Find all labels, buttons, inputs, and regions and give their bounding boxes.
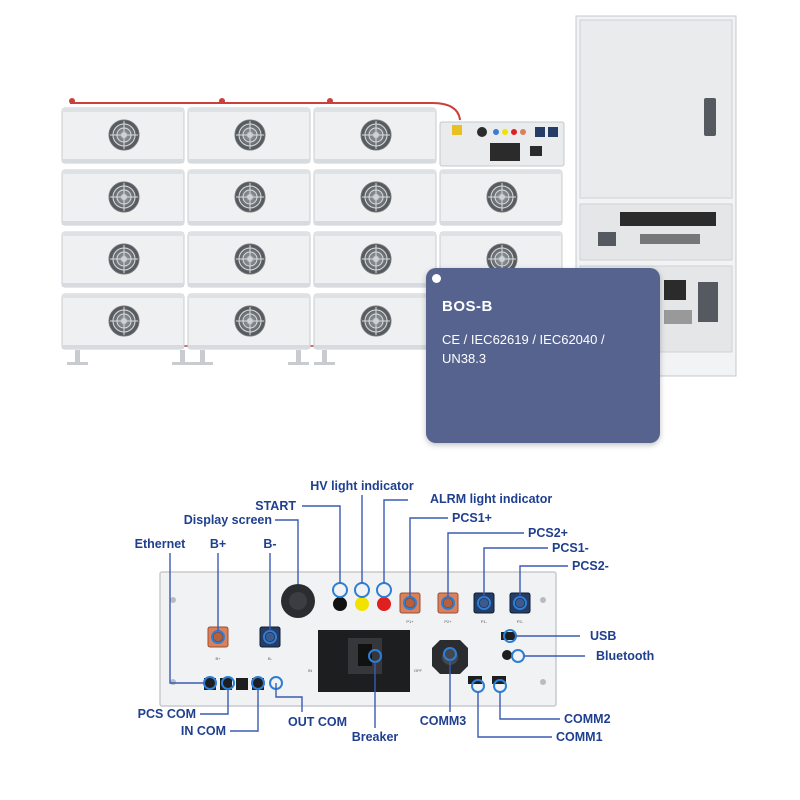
callout-pcs-com: PCS COM — [138, 707, 196, 721]
callout-display-screen: Display screen — [184, 513, 272, 527]
rack-legs — [67, 350, 335, 365]
panel-label-p2-minus: P2- — [517, 619, 524, 624]
start-button — [333, 597, 347, 611]
callout-pcs1-plus: PCS1+ — [452, 511, 492, 525]
callout-comm2: COMM2 — [564, 712, 611, 726]
product-info-card: BOS-B CE / IEC62619 / IEC62040 / UN38.3 — [426, 268, 660, 443]
panel-label-in: IN — [308, 668, 312, 673]
ethernet-port — [204, 678, 216, 690]
usb-port — [501, 632, 515, 640]
panel-label-p1-plus: P1+ — [406, 619, 414, 624]
callout-bluetooth: Bluetooth — [596, 649, 654, 663]
callout-pcs1-minus: PCS1- — [552, 541, 589, 555]
bms-top-box — [439, 121, 565, 167]
callout-pcs2-minus: PCS2- — [572, 559, 609, 573]
callout-breaker: Breaker — [352, 730, 399, 744]
callout-in-com: IN COM — [181, 724, 226, 738]
panel-label-p1-minus: P1- — [481, 619, 488, 624]
callout-labels: HV light indicator ALRM light indicator … — [135, 479, 655, 744]
alrm-light-indicator — [377, 597, 391, 611]
callout-comm3: COMM3 — [420, 714, 467, 728]
hv-light-indicator — [355, 597, 369, 611]
panel-label-off: OFF — [414, 668, 423, 673]
callout-start: START — [255, 499, 296, 513]
panel-label-b-plus: B+ — [215, 656, 221, 661]
callout-out-com: OUT COM — [288, 715, 347, 729]
leader-lines — [169, 495, 585, 738]
callout-hv-light-indicator: HV light indicator — [310, 479, 414, 493]
callout-alrm-light-indicator: ALRM light indicator — [430, 492, 552, 506]
top-cable — [70, 102, 461, 121]
product-certifications: CE / IEC62619 / IEC62040 / UN38.3 — [442, 332, 605, 366]
bluetooth-module — [502, 650, 512, 660]
callout-usb: USB — [590, 629, 616, 643]
callout-ethernet: Ethernet — [135, 537, 187, 551]
out-com-port — [252, 678, 264, 690]
callout-pcs2-plus: PCS2+ — [528, 526, 568, 540]
callout-b-plus: B+ — [210, 537, 226, 551]
card-pin-dot — [432, 274, 441, 283]
in-com-port — [236, 678, 248, 690]
panel-label-b-minus: B- — [268, 656, 273, 661]
callout-comm1: COMM1 — [556, 730, 603, 744]
bms-front-panel: B+ B- P1+ P2+ P1- P2- IN OFF — [159, 571, 557, 707]
product-title: BOS-B — [442, 298, 493, 315]
callout-b-minus: B- — [263, 537, 276, 551]
panel-label-p2-plus: P2+ — [444, 619, 452, 624]
